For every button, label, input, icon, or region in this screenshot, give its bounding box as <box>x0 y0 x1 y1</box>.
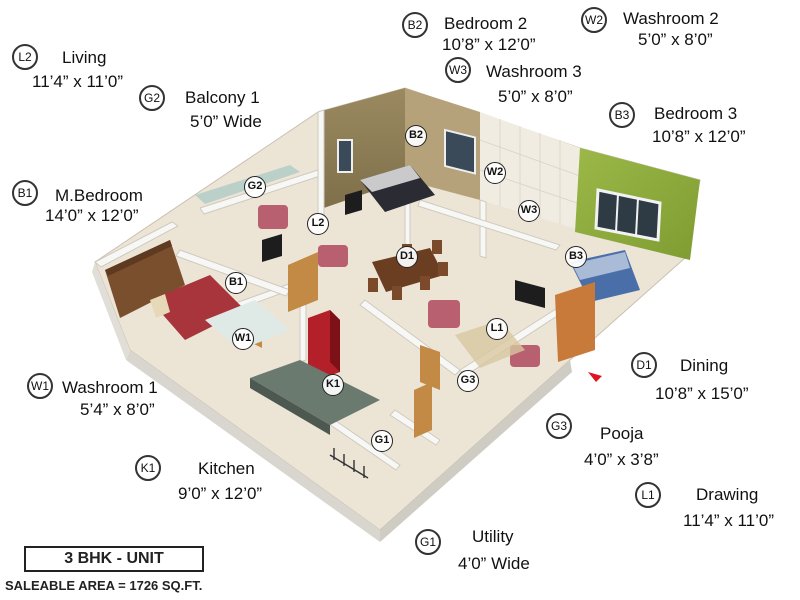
legend-dims-washroom1: 5’4” x 8’0” <box>80 400 155 419</box>
legend-name-drawing: Drawing <box>696 485 759 504</box>
plan-marker-L2: L2 <box>307 213 329 235</box>
legend-badge-pooja: G3 <box>546 413 572 439</box>
legend-name-utility: Utility <box>472 527 514 546</box>
legend-badge-master-bedroom: B1 <box>12 180 38 206</box>
legend-badge-bedroom3: B3 <box>609 102 635 128</box>
legend-name-washroom1: Washroom 1 <box>62 378 158 397</box>
legend-dims-utility: 4’0” Wide <box>458 554 530 573</box>
legend-badge-washroom2: W2 <box>581 7 607 33</box>
legend-dims-washroom2: 5’0” x 8’0” <box>638 30 713 49</box>
legend-name-living: Living <box>62 48 107 67</box>
legend-name-kitchen: Kitchen <box>198 459 255 478</box>
legend-name-washroom2: Washroom 2 <box>623 9 719 28</box>
legend-dims-balcony: 5’0” Wide <box>190 112 262 131</box>
entry-arrow <box>588 372 602 382</box>
legend-dims-bedroom2: 10’8” x 12’0” <box>442 35 536 54</box>
wardrobe <box>105 240 185 318</box>
washroom-tile-wall <box>480 112 580 230</box>
main-door <box>555 282 595 362</box>
master-bed <box>150 275 245 340</box>
plan-marker-B2: B2 <box>405 125 427 147</box>
legend-name-pooja: Pooja <box>600 424 644 443</box>
bedroom3-window <box>594 188 662 242</box>
legend-dims-bedroom3: 10’8” x 12’0” <box>652 127 746 146</box>
legend-badge-balcony: G2 <box>139 85 165 111</box>
legend-badge-washroom3: W3 <box>445 57 471 83</box>
legend-badge-washroom1: W1 <box>27 373 53 399</box>
washroom1-floor <box>205 300 290 350</box>
legend-name-balcony: Balcony 1 <box>185 88 260 107</box>
plan-marker-K1: K1 <box>322 374 344 396</box>
legend-name-dining: Dining <box>680 356 729 375</box>
plan-marker-W3: W3 <box>518 200 540 222</box>
plan-marker-G3: G3 <box>457 370 479 392</box>
legend-dims-washroom3: 5’0” x 8’0” <box>498 87 573 106</box>
legend-dims-master-bedroom: 14’0” x 12’0” <box>45 206 139 225</box>
legend-name-bedroom3: Bedroom 3 <box>654 104 738 123</box>
legend-dims-dining: 10’8” x 15’0” <box>655 384 749 403</box>
legend-badge-kitchen: K1 <box>135 455 161 481</box>
plan-marker-B3: B3 <box>565 246 587 268</box>
plan-marker-D1: D1 <box>396 246 418 268</box>
unit-type-box: 3 BHK - UNIT <box>24 546 204 572</box>
plan-marker-W1: W1 <box>232 328 254 350</box>
legend-name-master-bedroom: M.Bedroom <box>55 186 143 205</box>
plan-marker-L1: L1 <box>486 318 508 340</box>
saleable-area: SALEABLE AREA = 1726 SQ.FT. <box>5 578 203 593</box>
legend-name-washroom3: Washroom 3 <box>486 62 582 81</box>
outer-wall-front <box>126 350 380 542</box>
legend-dims-pooja: 4’0” x 3’8” <box>584 450 659 469</box>
plan-marker-G1: G1 <box>371 430 393 452</box>
legend-badge-living: L2 <box>12 44 38 70</box>
legend-name-bedroom2: Bedroom 2 <box>444 14 528 33</box>
legend-badge-utility: G1 <box>415 529 441 555</box>
legend-dims-kitchen: 9’0” x 12’0” <box>178 484 263 503</box>
legend-dims-drawing: 11’4” x 11’0” <box>683 511 775 530</box>
outer-wall-right <box>380 360 572 542</box>
dining-table <box>372 248 444 292</box>
legend-badge-drawing: L1 <box>635 482 661 508</box>
kitchen-counter <box>250 360 380 425</box>
legend-badge-bedroom2: B2 <box>402 12 428 38</box>
legend-badge-dining: D1 <box>631 352 657 378</box>
plan-marker-G2: G2 <box>244 176 266 198</box>
plan-marker-W2: W2 <box>484 162 506 184</box>
plan-marker-B1: B1 <box>225 272 247 294</box>
legend-dims-living: 11’4” x 11’0” <box>32 72 124 91</box>
